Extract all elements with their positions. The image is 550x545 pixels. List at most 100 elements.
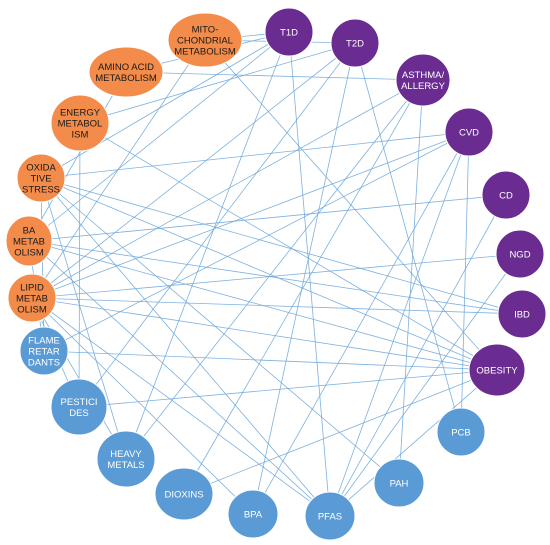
node-pest-shape xyxy=(50,378,108,436)
edge-mito-obesity xyxy=(204,39,498,371)
node-energy-label-2: ISM xyxy=(72,130,89,141)
node-lipid-label-2: OLISM xyxy=(17,305,47,316)
node-heavy-label-1: METALS xyxy=(107,460,144,471)
node-ngd-label-0: NGD xyxy=(509,250,530,261)
edge-pcb-cvd xyxy=(460,131,470,433)
edge-oxid-ibd xyxy=(40,177,523,315)
node-t1d-shape xyxy=(264,7,314,57)
node-bpa-shape xyxy=(227,489,279,539)
node-ibd[interactable]: IBD xyxy=(497,289,547,339)
node-pcb[interactable]: PCB xyxy=(436,407,486,457)
edge-pest-energy xyxy=(78,122,81,408)
node-pfas-shape xyxy=(304,491,356,541)
node-ba-shape xyxy=(5,215,53,267)
node-obesity-label-0: OBESITY xyxy=(476,366,518,377)
node-t2d-shape xyxy=(330,18,380,68)
node-heavy-shape xyxy=(96,430,156,488)
edge-heavy-asthma xyxy=(125,79,424,460)
node-t1d[interactable]: T1D xyxy=(264,7,314,57)
node-t1d-label-0: T1D xyxy=(280,28,298,39)
node-cd[interactable]: CD xyxy=(481,170,531,220)
node-obesity[interactable]: OBESITY xyxy=(468,343,526,397)
node-pcb-label-0: PCB xyxy=(451,428,471,439)
node-lipid-shape xyxy=(7,273,57,323)
node-asthma-shape xyxy=(395,53,451,107)
node-pah-shape xyxy=(373,458,425,508)
node-pah[interactable]: PAH xyxy=(373,458,425,508)
node-energy-shape xyxy=(50,94,110,152)
node-pest-label-0: PESTICI xyxy=(61,397,98,408)
node-lipid-label-0: LIPID xyxy=(20,283,44,294)
edge-flame-obesity xyxy=(43,350,498,371)
edge-pah-oxid xyxy=(40,177,400,484)
node-asthma-label-1: ALLERGY xyxy=(401,81,445,92)
node-cvd-label-0: CVD xyxy=(459,128,479,139)
node-oxid-shape xyxy=(16,153,66,203)
node-energy-label-1: METABOL xyxy=(58,119,103,130)
node-pfas-label-0: PFAS xyxy=(318,512,342,523)
edge-lipid-asthma xyxy=(31,79,424,299)
node-dioxins-shape xyxy=(154,467,214,521)
node-ba-label-0: BA xyxy=(23,226,36,237)
node-ngd[interactable]: NGD xyxy=(495,229,545,279)
edge-dioxins-obesity xyxy=(183,369,498,495)
node-ibd-label-0: IBD xyxy=(514,310,530,321)
node-energy-label-0: ENERGY xyxy=(60,108,101,119)
node-oxid-label-2: STRESS xyxy=(22,185,60,196)
node-asthma-label-0: ASTHMA/ xyxy=(402,70,445,81)
node-pcb-shape xyxy=(436,407,486,457)
node-flame-shape xyxy=(19,326,69,376)
node-pfas[interactable]: PFAS xyxy=(304,491,356,541)
edge-heavy-oxid xyxy=(40,177,127,460)
node-cvd-shape xyxy=(444,107,494,157)
node-ngd-shape xyxy=(495,229,545,279)
node-amino-label-0: AMINO ACID xyxy=(98,62,154,73)
node-heavy-label-0: HEAVY xyxy=(110,449,142,460)
edge-pest-t2d xyxy=(78,42,356,408)
node-mito-label-0: MITO- xyxy=(192,25,219,36)
node-ibd-shape xyxy=(497,289,547,339)
node-amino-label-1: METABOLISM xyxy=(95,73,157,84)
edge-dioxins-asthma xyxy=(183,79,424,495)
node-flame-label-1: RETAR xyxy=(28,347,60,358)
edge-pfas-cd xyxy=(329,194,507,517)
edge-lipid-ibd xyxy=(31,297,523,315)
edge-oxid-obesity xyxy=(40,177,498,371)
edge-bpa-lipid xyxy=(31,297,254,515)
node-cvd[interactable]: CVD xyxy=(444,107,494,157)
node-mito-label-2: METABOLISM xyxy=(174,47,236,58)
edges-layer xyxy=(28,31,523,517)
node-t2d[interactable]: T2D xyxy=(330,18,380,68)
edge-energy-t2d xyxy=(79,42,356,124)
node-flame-label-2: DANTS xyxy=(28,358,60,369)
node-dioxins[interactable]: DIOXINS xyxy=(154,467,214,521)
node-bpa[interactable]: BPA xyxy=(227,489,279,539)
node-mito-shape xyxy=(167,12,243,68)
node-obesity-shape xyxy=(468,343,526,397)
edge-flame-cvd xyxy=(43,131,470,352)
edge-pfas-lipid xyxy=(31,297,331,517)
node-bpa-label-0: BPA xyxy=(244,510,263,521)
edge-energy-obesity xyxy=(79,122,498,371)
edge-lipid-ngd xyxy=(31,253,521,299)
edge-pfas-t1d xyxy=(288,31,331,517)
node-cd-shape xyxy=(481,170,531,220)
node-asthma[interactable]: ASTHMA/ALLERGY xyxy=(395,53,451,107)
node-t2d-label-0: T2D xyxy=(346,39,364,50)
edge-pfas-ba xyxy=(28,240,331,517)
edge-flame-oxid xyxy=(40,177,45,352)
edge-lipid-cvd xyxy=(31,131,470,299)
node-oxid-label-1: TIVE xyxy=(30,174,51,185)
edge-lipid-t2d xyxy=(31,42,356,299)
node-cd-label-0: CD xyxy=(499,191,513,202)
